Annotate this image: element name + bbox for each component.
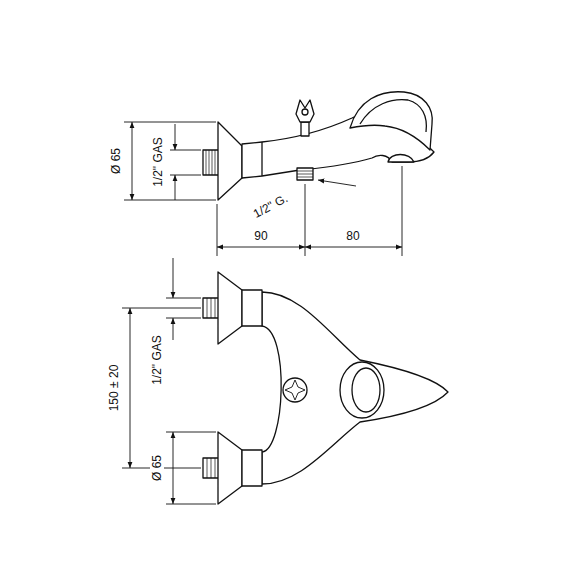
diverter-knob	[296, 100, 314, 122]
shower-outlet	[297, 168, 313, 180]
dimension-label: 1/2" G.	[249, 190, 292, 222]
thread-stub	[203, 298, 219, 318]
union-nut	[242, 450, 262, 486]
wall-flange	[218, 272, 242, 344]
thread-stub	[203, 458, 219, 478]
lever-plan	[340, 362, 384, 418]
dimension-lines	[122, 122, 402, 504]
mixer-body-plan	[262, 292, 448, 484]
thread-stub	[203, 150, 219, 175]
dimension-label: 1/2" GAS	[150, 333, 164, 387]
dimension-label: 90	[252, 229, 269, 243]
wall-flange	[218, 122, 242, 200]
dimension-label: 80	[344, 229, 361, 243]
spout-outlet	[388, 155, 414, 163]
wall-flange	[218, 432, 242, 504]
union-nut	[242, 290, 262, 326]
dimension-label: 150 ± 20	[107, 363, 121, 414]
lever-handle	[350, 92, 432, 150]
diverter-stem	[301, 122, 309, 136]
dimension-label: 1/2" GAS	[151, 135, 165, 189]
dimension-label: Ø 65	[109, 146, 123, 176]
dimension-label: Ø 65	[150, 453, 164, 483]
diverter-knob-plan	[283, 378, 307, 402]
